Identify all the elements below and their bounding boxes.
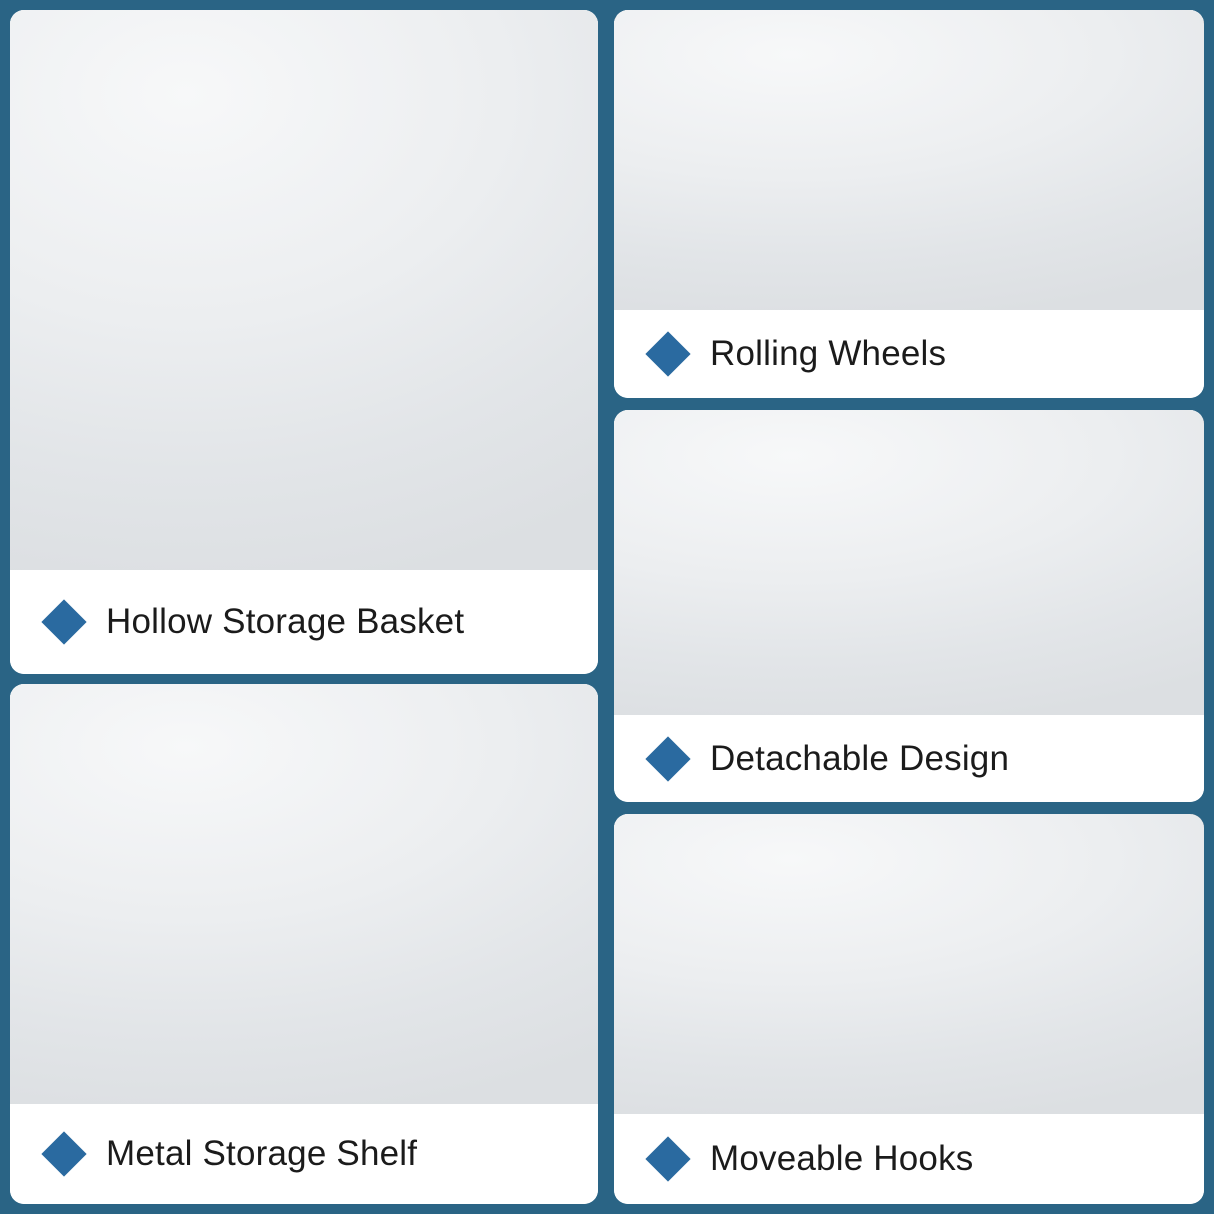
caption-text: Hollow Storage Basket: [106, 602, 465, 641]
blue-diamond-icon: [41, 1131, 87, 1177]
caption-metal-storage-shelf: Metal Storage Shelf: [10, 1104, 598, 1204]
photo-hollow-storage-basket: [10, 10, 598, 570]
caption-text: Metal Storage Shelf: [106, 1134, 418, 1173]
panel-moveable-hooks: Moveable Hooks: [614, 814, 1204, 1204]
photo-metal-storage-shelf: [10, 684, 598, 1104]
caption-moveable-hooks: Moveable Hooks: [614, 1114, 1204, 1204]
photo-background: [614, 10, 1204, 310]
panel-metal-storage-shelf: Metal Storage Shelf: [10, 684, 598, 1204]
photo-rolling-wheels: [614, 10, 1204, 310]
photo-background: [10, 10, 598, 570]
caption-detachable-design: Detachable Design: [614, 715, 1204, 802]
caption-hollow-storage-basket: Hollow Storage Basket: [10, 570, 598, 674]
caption-rolling-wheels: Rolling Wheels: [614, 310, 1204, 398]
photo-background: [614, 410, 1204, 715]
caption-text: Moveable Hooks: [710, 1139, 974, 1178]
photo-background: [614, 814, 1204, 1114]
blue-diamond-icon: [645, 1136, 691, 1182]
panel-hollow-storage-basket: Hollow Storage Basket: [10, 10, 598, 674]
caption-text: Detachable Design: [710, 738, 1010, 778]
panel-rolling-wheels: Rolling Wheels: [614, 10, 1204, 398]
photo-detachable-design: [614, 410, 1204, 715]
blue-diamond-icon: [41, 599, 87, 645]
photo-moveable-hooks: [614, 814, 1204, 1114]
blue-diamond-icon: [645, 735, 691, 782]
caption-text: Rolling Wheels: [710, 334, 947, 373]
panel-detachable-design: Detachable Design: [614, 410, 1204, 802]
photo-background: [10, 684, 598, 1104]
blue-diamond-icon: [645, 331, 691, 377]
